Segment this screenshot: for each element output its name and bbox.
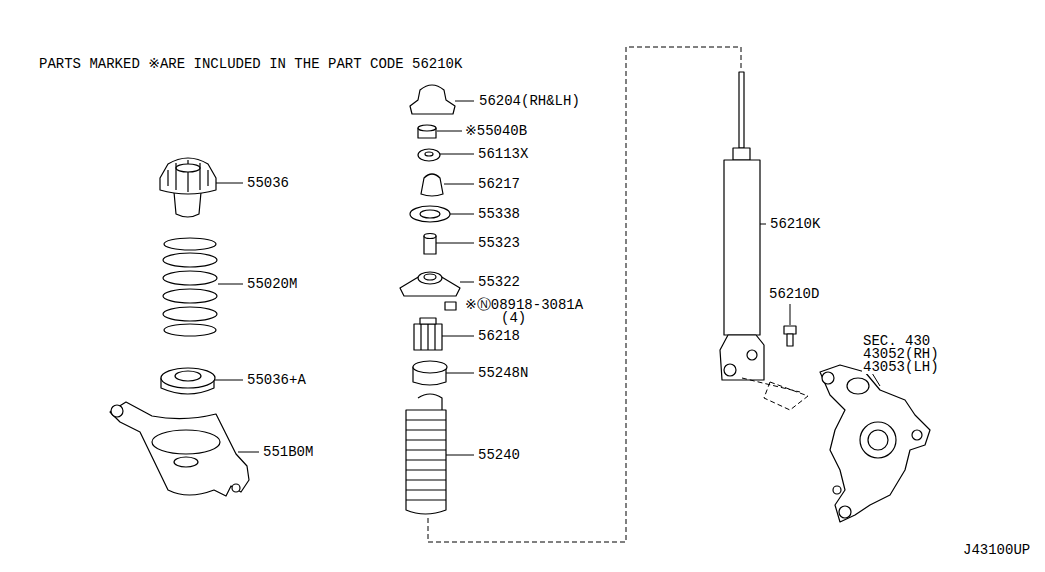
quantity-text: (4) [500, 311, 527, 325]
callout-number: 55036+A [246, 373, 307, 387]
callout-number: 55248N [477, 366, 529, 380]
callout-number: 55036 [246, 176, 290, 190]
callout-number: 56204(RH&LH) [478, 94, 581, 108]
callout-number: 56218 [477, 329, 521, 343]
section-reference: SEC. 430 [862, 334, 931, 348]
callout-number: 56113X [477, 147, 529, 161]
callout-number: 55020M [246, 277, 298, 291]
callout-number: 55322 [477, 275, 521, 289]
note-text: PARTS MARKED ※ARE INCLUDED IN THE PART C… [38, 57, 463, 71]
callout-number: 43052(RH) [862, 347, 940, 361]
callout-number: 56210K [769, 217, 821, 231]
callout-number: 55323 [477, 236, 521, 250]
callout-number: 55338 [477, 207, 521, 221]
callout-number: 43053(LH) [862, 360, 940, 374]
callout-number: ※Ⓝ08918-3081A [464, 298, 584, 312]
diagram-code: J43100UP [962, 543, 1031, 557]
callout-number: ※55040B [464, 124, 528, 138]
callout-number: 551B0M [262, 445, 314, 459]
callout-number: 55240 [477, 448, 521, 462]
callout-number: 56217 [477, 177, 521, 191]
callout-number: 56210D [768, 287, 820, 301]
